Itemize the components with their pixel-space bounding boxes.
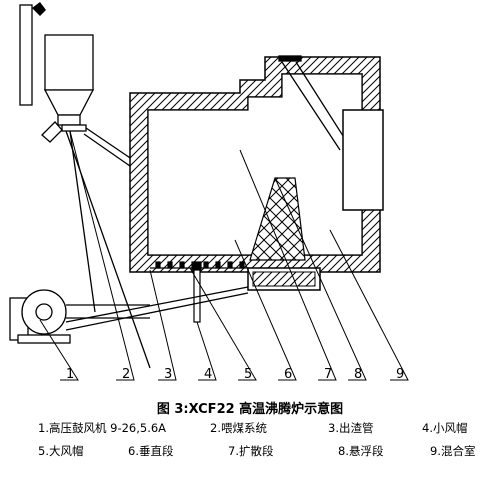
air-distributor <box>150 261 250 323</box>
legend-item-1: 1.高压鼓风机 9-26,5.6A <box>38 421 167 435</box>
legend-item-2: 2.喂煤系统 <box>210 421 267 435</box>
callout-2: 2 <box>122 367 130 382</box>
legend-item-4: 4.小风帽 <box>422 421 468 435</box>
callout-4: 4 <box>204 367 212 382</box>
callout-5: 5 <box>244 367 252 382</box>
legend-item-8: 8.悬浮段 <box>338 444 384 458</box>
figure-caption: 图 3:XCF22 高温沸腾炉示意图 <box>156 402 344 417</box>
legend-item-5: 5.大风帽 <box>38 444 84 458</box>
legend-item-9: 9.混合室 <box>430 444 476 458</box>
furnace-diagram: 1 2 3 4 5 6 7 8 9 <box>9 2 409 382</box>
mixing-chamber-outlet <box>342 109 384 211</box>
legend-item-3: 3.出渣管 <box>328 421 374 435</box>
callout-3: 3 <box>164 367 172 382</box>
callout-6: 6 <box>284 367 292 382</box>
callout-9: 9 <box>396 367 404 382</box>
callout-8: 8 <box>354 367 362 382</box>
callout-1: 1 <box>66 367 74 382</box>
blower <box>9 286 249 344</box>
leader-lines <box>39 130 409 381</box>
legend-item-6: 6.垂直段 <box>128 444 174 458</box>
legend-item-7: 7.扩散段 <box>228 444 274 458</box>
suspension-cone <box>249 177 306 261</box>
callout-7: 7 <box>324 367 332 382</box>
